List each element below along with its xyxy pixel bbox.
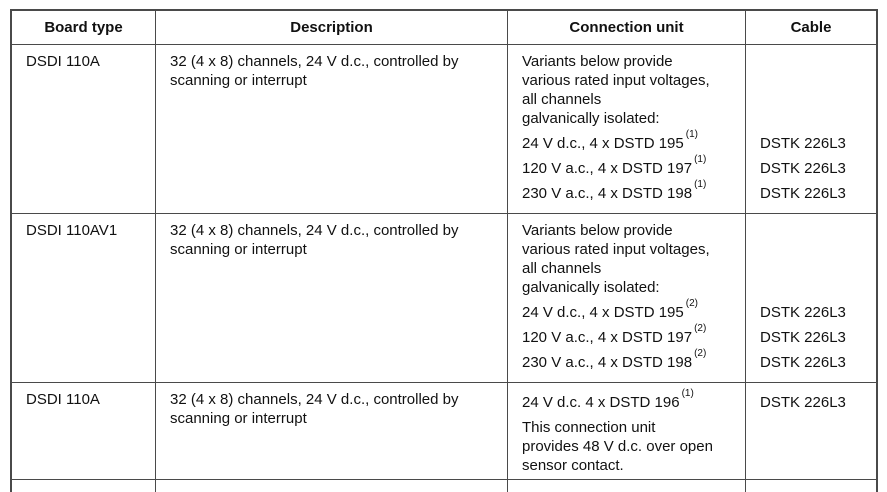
connection-variant: 230 V a.c., 4 x DSTD 198(2): [522, 348, 733, 375]
footnote-marker: (2): [694, 323, 707, 334]
cable-value: DSTK 226L3: [760, 329, 846, 346]
connection-variant: 24 V d.c. 4 x DSTD 196(1): [522, 388, 733, 415]
board-type-table: Board type Description Connection unit C…: [10, 9, 878, 492]
board-type-value: DSDI 110AV1: [26, 222, 118, 239]
variant-text: 24 V d.c., 4 x DSTD 195: [522, 135, 684, 152]
cell-board-type: DSDI 110A: [12, 45, 156, 214]
cable-value: DSTK 226L3: [760, 354, 846, 371]
cable-spacer: [760, 52, 864, 131]
cell-description: 32 (4 x 8) channels, 24 V d.c., controll…: [156, 214, 508, 383]
cell-connection-unit: 24 V d.c. 4 x DSTD 196(1) This connectio…: [508, 383, 746, 480]
variant-text: 24 V d.c., 4 x DSTD 195: [522, 304, 684, 321]
connection-variant: 120 V a.c., 4 x DSTD 197(1): [522, 154, 733, 181]
cell-cable: DSTK 226L3 DSTK 226L3 DSTK 226L3: [746, 214, 876, 383]
cell-cable: DSTK 226L3 DSTK 226L3 DSTK 226L3: [746, 45, 876, 214]
cable-value: DSTK 226L3: [760, 135, 846, 152]
connection-intro: Variants below provide various rated inp…: [522, 222, 710, 296]
connection-note: This connection unit provides 48 V d.c. …: [522, 419, 713, 474]
cell-cable: DSTK 226L3: [746, 383, 876, 480]
cell-board-type: DSDI 110AV1: [12, 214, 156, 383]
partial-row-cell: [156, 480, 508, 492]
connection-intro: Variants below provide various rated inp…: [522, 53, 710, 127]
partial-row-cell: [508, 480, 746, 492]
cable-value: DSTK 226L3: [760, 185, 846, 202]
variant-text: 120 V a.c., 4 x DSTD 197: [522, 329, 693, 346]
cell-description: 32 (4 x 8) channels, 24 V d.c., controll…: [156, 383, 508, 480]
footnote-marker: (1): [685, 129, 698, 140]
board-type-value: DSDI 110A: [26, 53, 100, 70]
cell-board-type: DSDI 110A: [12, 383, 156, 480]
partial-row-cell: [746, 480, 876, 492]
cable-spacer: [760, 221, 864, 300]
header-cable: Cable: [746, 11, 876, 45]
connection-variant: 24 V d.c., 4 x DSTD 195(2): [522, 298, 733, 325]
footnote-marker: (2): [694, 348, 707, 359]
partial-row-cell: [12, 480, 156, 492]
footnote-marker: (2): [685, 298, 698, 309]
board-type-value: DSDI 110A: [26, 391, 100, 408]
variant-text: 120 V a.c., 4 x DSTD 197: [522, 160, 693, 177]
variant-text: 230 V a.c., 4 x DSTD 198: [522, 185, 693, 202]
footnote-marker: (1): [694, 179, 707, 190]
variant-text: 24 V d.c. 4 x DSTD 196: [522, 394, 680, 411]
connection-variant: 24 V d.c., 4 x DSTD 195(1): [522, 129, 733, 156]
header-connection-unit: Connection unit: [508, 11, 746, 45]
header-board-type: Board type: [12, 11, 156, 45]
cell-connection-unit: Variants below provide various rated inp…: [508, 214, 746, 383]
cable-value: DSTK 226L3: [760, 160, 846, 177]
cell-connection-unit: Variants below provide various rated inp…: [508, 45, 746, 214]
connection-variant: 120 V a.c., 4 x DSTD 197(2): [522, 323, 733, 350]
cable-value: DSTK 226L3: [760, 304, 846, 321]
cable-value: DSTK 226L3: [760, 394, 846, 411]
footnote-marker: (1): [694, 154, 707, 165]
header-description: Description: [156, 11, 508, 45]
variant-text: 230 V a.c., 4 x DSTD 198: [522, 354, 693, 371]
footnote-marker: (1): [681, 388, 694, 399]
connection-variant: 230 V a.c., 4 x DSTD 198(1): [522, 179, 733, 206]
cell-description: 32 (4 x 8) channels, 24 V d.c., controll…: [156, 45, 508, 214]
